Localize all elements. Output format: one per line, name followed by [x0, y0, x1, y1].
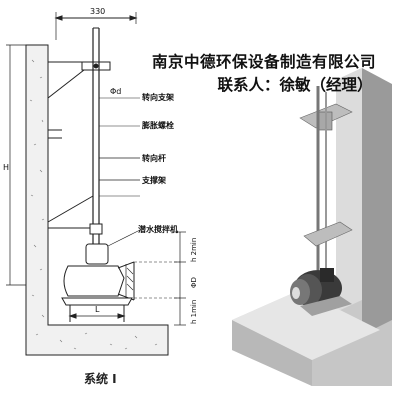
concrete-texture — [29, 59, 158, 350]
label-rotating-rod: 转向杆 — [142, 153, 166, 163]
dim-top-label: 330 — [90, 7, 105, 16]
technical-drawing — [6, 12, 186, 356]
label-support-bracket: 支撑架 — [141, 175, 166, 185]
installation-3d-render — [232, 68, 392, 386]
label-expansion-bolt: 膨胀螺栓 — [141, 120, 174, 130]
dim-h1-label: h 1min — [190, 300, 198, 324]
label-rotating-bracket: 转向支架 — [142, 92, 174, 102]
dim-phi-d-label: Φd — [110, 87, 121, 96]
label-mixer: 潜水搅拌机 — [138, 224, 178, 234]
dim-h2-label: h 2min — [190, 238, 198, 262]
dim-phi-big-d-label: ΦD — [190, 277, 198, 288]
contact-info: 联系人：徐敏（经理） — [217, 76, 373, 94]
dim-left-label: H — [3, 163, 9, 172]
dim-l-label: L — [95, 305, 100, 314]
company-name: 南京中德环保设备制造有限公司 — [151, 53, 376, 71]
system-label: 系统 Ⅰ — [84, 372, 117, 386]
